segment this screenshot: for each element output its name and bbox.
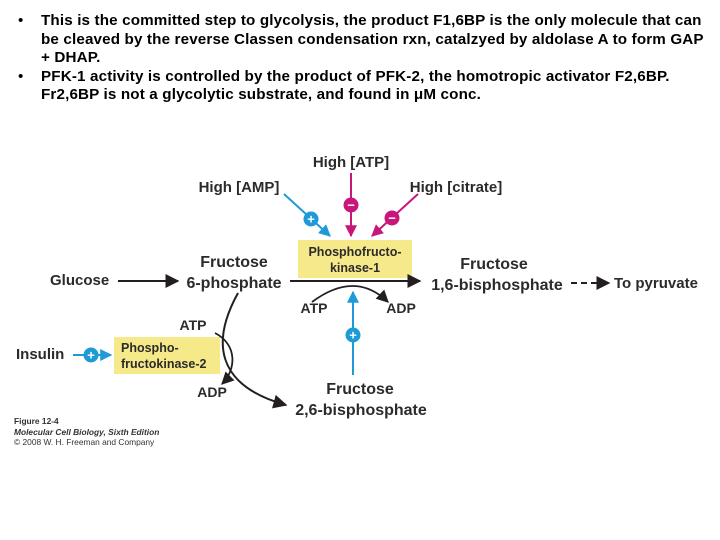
bullet-list: • This is the committed step to glycolys… — [14, 12, 714, 105]
f6p-label-line1: Fructose — [200, 254, 268, 271]
amp-plus-circle — [303, 211, 319, 227]
insulin-plus-circle — [83, 347, 99, 363]
pfk1-atp-label: ATP — [301, 300, 328, 316]
atp-minus-circle — [343, 197, 359, 213]
atp-adp-curve-pfk2 — [214, 332, 235, 385]
to-pyruvate-label: To pyruvate — [614, 275, 698, 292]
citrate-minus-circle — [384, 210, 400, 226]
plus-sign: + — [349, 328, 357, 343]
glucose-label: Glucose — [50, 272, 109, 289]
bullet-marker: • — [18, 12, 24, 29]
pfk2-adp-label: ADP — [197, 384, 227, 400]
f26bp-label-line1: Fructose — [326, 381, 394, 398]
high-amp-label: High [AMP] — [199, 179, 280, 196]
f6p-label-line2: 6-phosphate — [186, 275, 281, 292]
bullet-text: This is the committed step to glycolysis… — [41, 12, 704, 67]
minus-sign: − — [347, 198, 355, 213]
f16bp-label-line1: Fructose — [460, 256, 528, 273]
pfk2-label-line2: fructokinase-2 — [121, 357, 206, 371]
pfk1-adp-label: ADP — [386, 300, 416, 316]
bullet-item: • PFK-1 activity is controlled by the pr… — [14, 68, 714, 105]
pfk1-box — [298, 240, 412, 278]
high-citrate-label: High [citrate] — [410, 179, 503, 196]
atp-adp-curve-pfk1 — [311, 285, 389, 303]
bullet-marker: • — [18, 67, 24, 85]
plus-sign: + — [87, 348, 95, 363]
figure-copyright: © 2008 W. H. Freeman and Company — [14, 437, 155, 447]
pfk1-label-line1: Phosphofructo- — [308, 245, 401, 259]
bullet-item: • This is the committed step to glycolys… — [14, 12, 714, 68]
pfk2-box — [114, 337, 220, 374]
plus-sign: + — [307, 212, 315, 227]
figure-source: Molecular Cell Biology, Sixth Edition — [14, 426, 160, 437]
bullet-text: PFK-1 activity is controlled by the prod… — [41, 67, 670, 104]
f26bp-plus-circle — [345, 327, 361, 343]
minus-sign: − — [388, 211, 396, 226]
f6p-to-f26bp-arrow — [221, 292, 288, 409]
insulin-label: Insulin — [16, 346, 64, 363]
figure-number: Figure 12-4 — [14, 416, 59, 426]
high-atp-label: High [ATP] — [313, 154, 389, 171]
pfk2-label-line1: Phospho- — [121, 341, 179, 355]
f26bp-label-line2: 2,6-bisphosphate — [295, 402, 427, 419]
pfk2-atp-label: ATP — [180, 317, 207, 333]
pfk1-label-line2: kinase-1 — [330, 261, 380, 275]
f16bp-label-line2: 1,6-bisphosphate — [431, 277, 563, 294]
figure-caption: Figure 12-4 Molecular Cell Biology, Sixt… — [14, 416, 159, 448]
